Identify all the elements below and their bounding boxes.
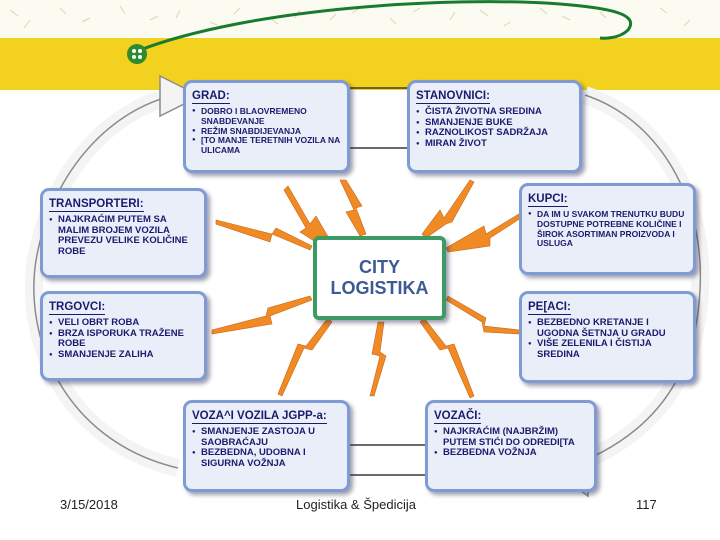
list-item: SMANJENJE BUKE	[416, 117, 573, 129]
logo-circle	[127, 44, 147, 64]
box-kupci-title: KUPCI:	[528, 193, 568, 207]
box-stanovnici-title: STANOVNICI:	[416, 90, 490, 104]
list-item: BRZA ISPORUKA TRAŽENE ROBE	[49, 328, 198, 350]
arrow-to-vozaci	[419, 317, 475, 399]
list-item: [TO MANJE TERETNIH VOZILA NA ULICAMA	[192, 136, 341, 156]
arrow-to-stanovnici-right	[421, 179, 475, 239]
box-transporteri-title: TRANSPORTERI:	[49, 198, 144, 212]
arrow-to-stanovnici	[339, 179, 367, 237]
center-label: CITY LOGISTIKA	[330, 257, 429, 298]
cycle-arrowhead-top	[159, 74, 202, 118]
box-vozaci-jgpp: VOZA^I VOZILA JGPP-a: SMANJENJE ZASTOJA …	[183, 400, 350, 492]
arrow-to-bottom-center	[369, 321, 387, 397]
box-pesaci-title: PE[ACI:	[528, 301, 571, 315]
arrow-to-pesaci	[445, 295, 521, 335]
cycle-arrow-left	[24, 86, 181, 477]
list-item: RAZNOLIKOST SADRŽAJA	[416, 127, 573, 139]
list-item: NAJKRAĆIM (NAJBRŽIM) PUTEM STIĆI DO ODRE…	[434, 426, 588, 448]
list-item: ČISTA ŽIVOTNA SREDINA	[416, 106, 573, 118]
center-box-city-logistika: CITY LOGISTIKA	[313, 236, 446, 320]
list-item: DA IM U SVAKOM TRENUTKU BUDU DOSTUPNE PO…	[528, 209, 687, 249]
list-item: NAJKRAĆIM PUTEM SA MALIM BROJEM VOZILA P…	[49, 214, 198, 257]
footer-page-number: 117	[636, 497, 657, 512]
list-item: REŽIM SNABDIJEVANJA	[192, 126, 341, 137]
footer-date: 3/15/2018	[60, 497, 118, 512]
box-kupci: KUPCI: DA IM U SVAKOM TRENUTKU BUDU DOST…	[519, 183, 696, 275]
green-swoosh-line	[139, 0, 633, 52]
box-vozaci: VOZAČI: NAJKRAĆIM (NAJBRŽIM) PUTEM STIĆI…	[425, 400, 597, 492]
arrow-to-kupci	[445, 211, 525, 253]
arrow-to-vozaci-jgpp	[277, 317, 333, 397]
list-item: SMANJENJE ZALIHA	[49, 349, 198, 361]
list-item: BEZBEDNA VOŽNJA	[434, 447, 588, 459]
box-trgovci-title: TRGOVCI:	[49, 301, 106, 315]
list-item: VIŠE ZELENILA I ČISTIJA SREDINA	[528, 338, 687, 360]
list-item: MIRAN ŽIVOT	[416, 138, 573, 150]
box-transporteri: TRANSPORTERI: NAJKRAĆIM PUTEM SA MALIM B…	[40, 188, 207, 278]
box-vozaci-jgpp-title: VOZA^I VOZILA JGPP-a:	[192, 410, 327, 424]
list-item: BEZBEDNA, UDOBNA I SIGURNA VOŽNJA	[192, 447, 341, 469]
arrow-to-transporteri	[215, 219, 313, 251]
box-grad: GRAD: DOBRO I BLAOVREMENO SNABDEVANJE RE…	[183, 80, 350, 173]
yellow-header-band	[0, 38, 720, 90]
box-vozaci-title: VOZAČI:	[434, 410, 482, 424]
footer-title: Logistika & Špedicija	[296, 497, 416, 512]
list-item: DOBRO I BLAOVREMENO SNABDEVANJE	[192, 106, 341, 127]
list-item: SMANJENJE ZASTOJA U SAOBRAĆAJU	[192, 426, 341, 448]
box-trgovci: TRGOVCI: VELI OBRT ROBA BRZA ISPORUKA TR…	[40, 291, 207, 381]
list-item: BEZBEDNO KRETANJE I UGODNA ŠETNJA U GRAD…	[528, 317, 687, 339]
list-item: VELI OBRT ROBA	[49, 317, 198, 329]
box-pesaci: PE[ACI: BEZBEDNO KRETANJE I UGODNA ŠETNJ…	[519, 291, 696, 383]
box-stanovnici: STANOVNICI: ČISTA ŽIVOTNA SREDINA SMANJE…	[407, 80, 582, 173]
box-grad-title: GRAD:	[192, 90, 230, 104]
arrow-to-trgovci	[211, 295, 313, 335]
